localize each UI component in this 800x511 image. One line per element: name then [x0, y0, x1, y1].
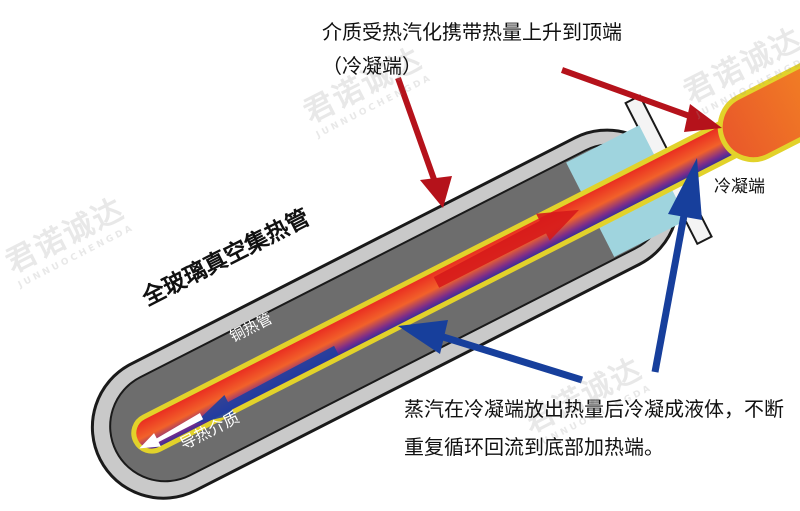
label-condenser-end: 冷凝端	[714, 177, 765, 197]
annotation-condense-return: 蒸汽在冷凝端放出热量后冷凝成液体，不断重复循环回流到底部加热端。	[404, 397, 784, 459]
annotation-vapor-rise: 介质受热汽化携带热量上升到顶端（冷凝端）	[322, 20, 622, 78]
condenser-bulb	[717, 57, 800, 163]
